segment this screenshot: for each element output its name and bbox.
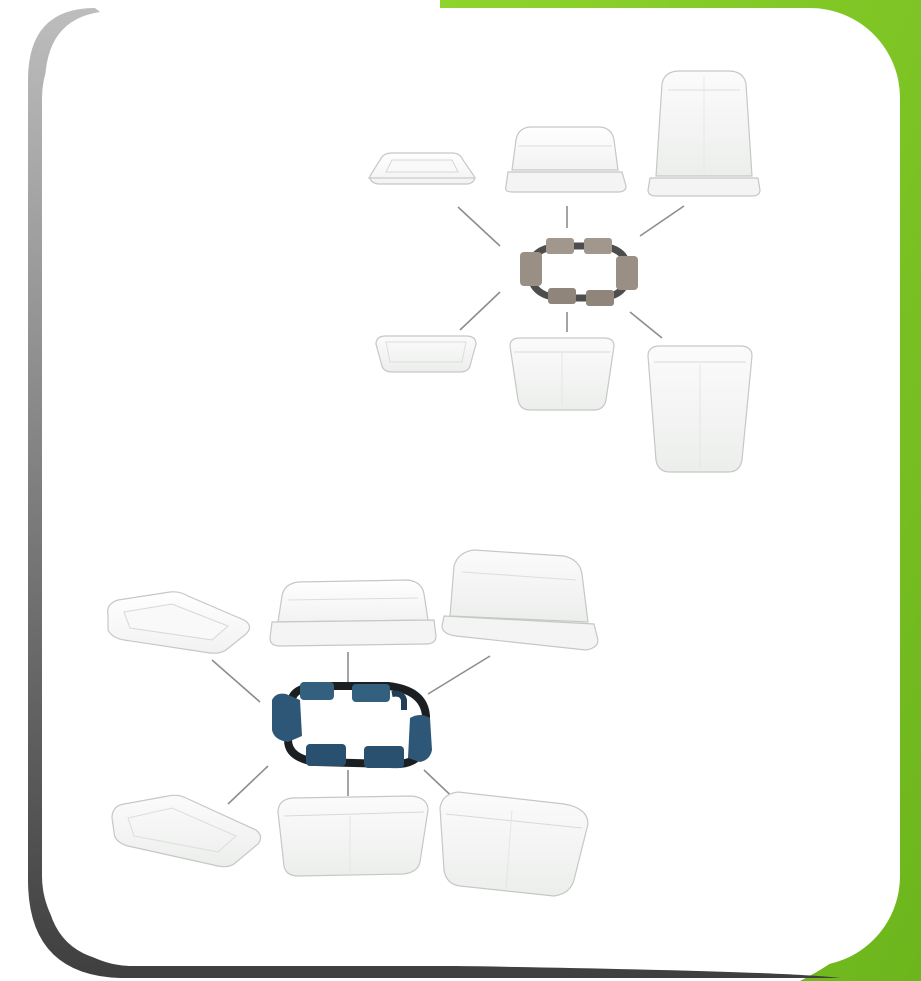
rect-base-tall [440, 792, 588, 896]
square-lid-shallow [368, 153, 476, 184]
square-base-medium [510, 338, 614, 410]
square-base-tall [648, 346, 752, 472]
rect-base-medium [278, 796, 428, 876]
square-lid-medium [506, 127, 626, 192]
square-base-shallow [376, 336, 476, 372]
rect-lid-medium [270, 580, 436, 646]
rect-lid-tall [442, 550, 598, 650]
